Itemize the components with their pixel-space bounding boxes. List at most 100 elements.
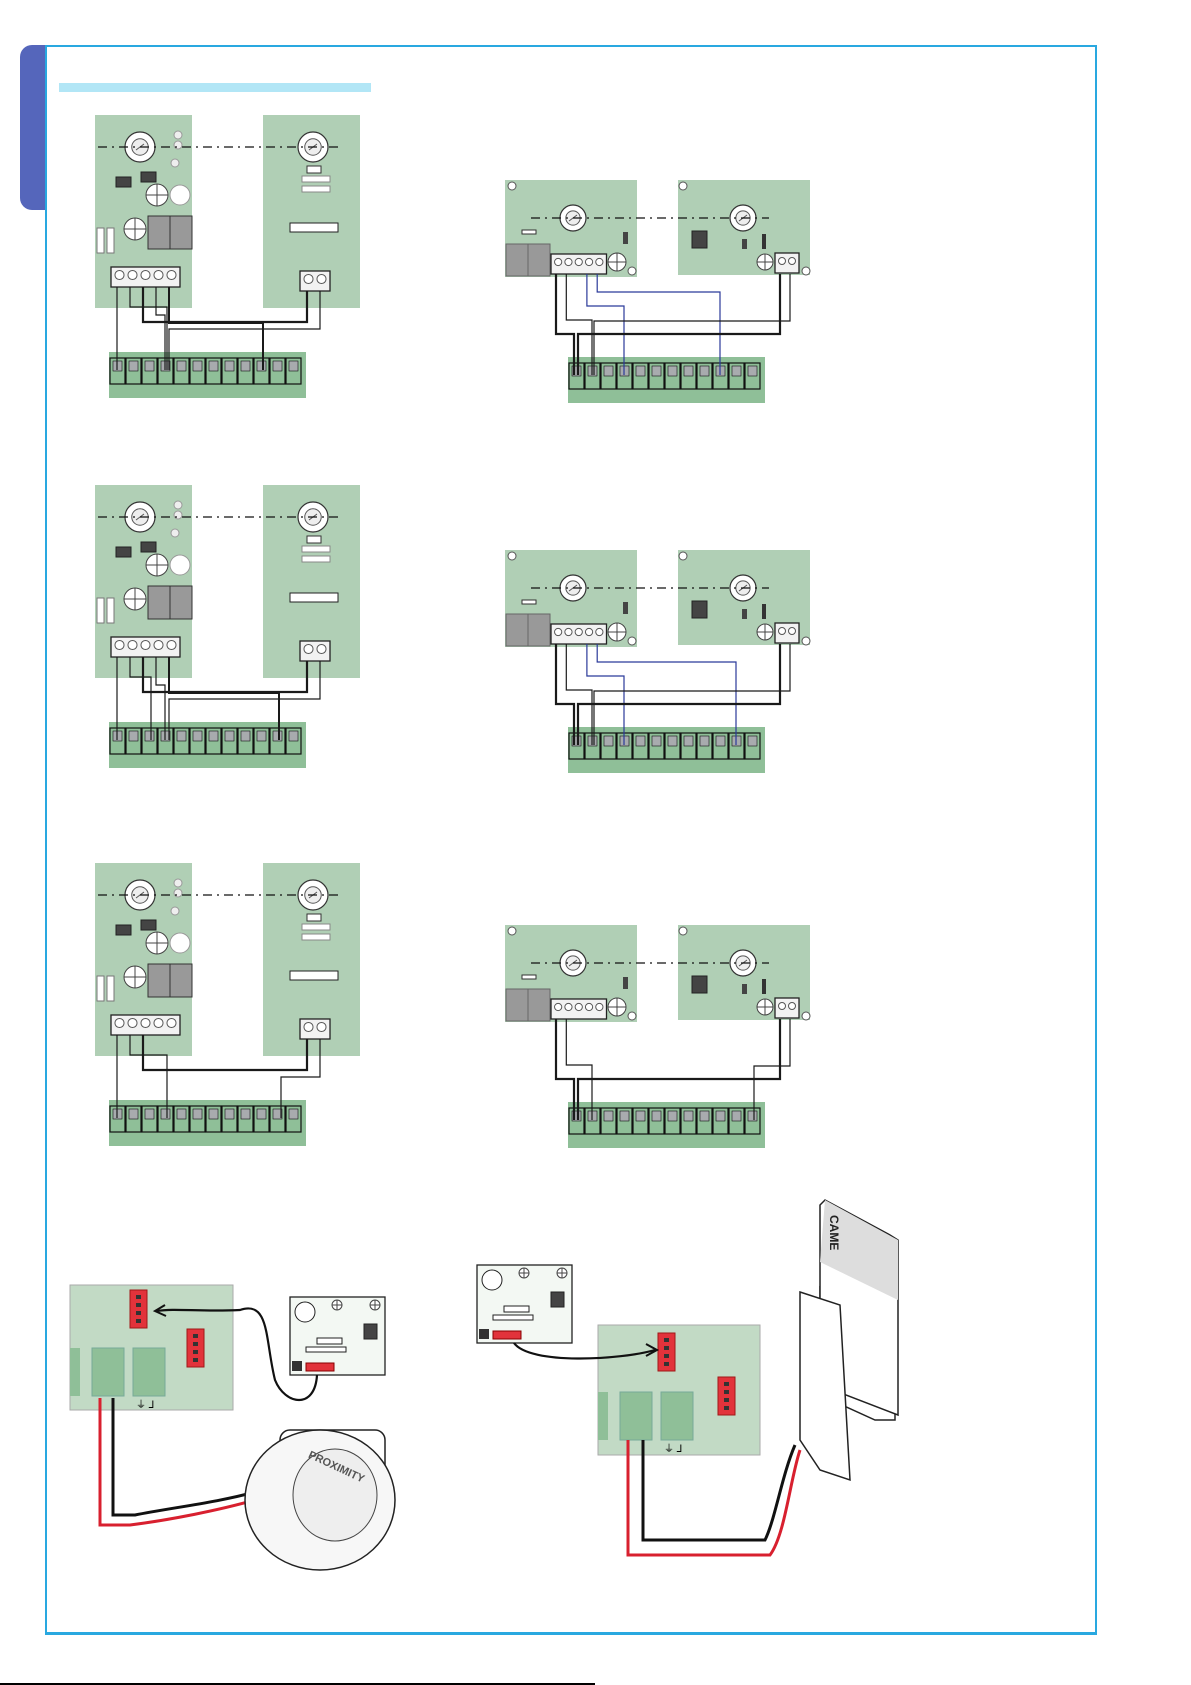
wire (565, 1019, 593, 1120)
arrow-icon (645, 1343, 660, 1357)
red-connector (717, 1376, 736, 1416)
fuse-icon (289, 592, 339, 603)
photocell-diagram-horizontal (505, 180, 811, 403)
terminal (269, 357, 286, 385)
screw-icon (564, 257, 573, 267)
terminal (269, 727, 286, 755)
terminal-clamp (651, 735, 662, 747)
terminal-clamp (651, 1110, 662, 1122)
screw-icon (564, 627, 573, 637)
trimmer-cross (332, 1300, 342, 1310)
relay-icon (169, 215, 193, 250)
terminal (648, 1107, 665, 1135)
relay-icon (527, 243, 551, 277)
connector-pin (724, 1406, 729, 1410)
terminal (253, 727, 270, 755)
terminal (648, 732, 665, 760)
resistor-icon (106, 227, 115, 254)
jumper-icon (623, 232, 628, 244)
wire (554, 644, 576, 745)
terminal-clamp (699, 365, 710, 377)
screw-icon (114, 639, 125, 651)
trimmer-cross (757, 254, 773, 270)
terminal-clamp (176, 360, 187, 372)
photocell-diagram-horizontal (505, 925, 811, 1148)
diode-icon (492, 1314, 534, 1321)
terminal-clamp (571, 365, 582, 377)
terminal-clamp (603, 365, 614, 377)
screw-icon (554, 257, 563, 267)
jumper-icon (521, 974, 537, 980)
terminal-clamp (288, 360, 299, 372)
trimmer-cross (124, 588, 146, 610)
wire (141, 1035, 309, 1072)
screw-icon (303, 1021, 314, 1033)
capacitor-icon (169, 554, 191, 576)
terminal (696, 732, 713, 760)
jumper-icon (762, 234, 766, 249)
terminal (664, 362, 681, 390)
sensor-face (292, 1448, 378, 1542)
connector-pin (724, 1382, 729, 1386)
dip-connector (305, 1362, 335, 1372)
screw-icon (584, 1002, 594, 1012)
footer-rule (0, 1683, 595, 1685)
resistor-icon (301, 933, 331, 941)
terminal (237, 357, 254, 385)
jumper-icon (623, 602, 628, 614)
card-reader (799, 1290, 851, 1482)
photocell-diagram-horizontal (505, 550, 811, 773)
resistor-icon (301, 545, 331, 553)
screw-icon (595, 627, 604, 637)
terminal (125, 727, 142, 755)
terminal-clamp (667, 365, 678, 377)
terminal (600, 1107, 617, 1135)
screw-icon (574, 1002, 583, 1012)
screw-icon (153, 1017, 164, 1029)
terminal (568, 1107, 585, 1135)
terminal-clamp (144, 1108, 155, 1120)
terminal-clamp (208, 360, 219, 372)
terminal (221, 1105, 238, 1133)
terminal-clamp (144, 730, 155, 742)
terminal (632, 1107, 649, 1135)
terminal-clamp (208, 730, 219, 742)
jumper-icon (521, 599, 537, 605)
wire (576, 1019, 782, 1120)
wire (565, 274, 593, 375)
resistor-icon (106, 597, 115, 624)
terminal-block (91, 1347, 125, 1397)
terminal (253, 357, 270, 385)
mount-hole-icon (678, 551, 688, 561)
terminal (680, 1107, 697, 1135)
trimmer-cross (124, 966, 146, 988)
relay-icon (505, 988, 529, 1022)
connector-pin (136, 1303, 141, 1307)
screw-icon (114, 269, 125, 281)
terminal-clamp (256, 1108, 267, 1120)
resistor-icon (96, 597, 105, 624)
connector-pin (724, 1398, 729, 1402)
terminal-clamp (256, 730, 267, 742)
wire (168, 291, 321, 370)
led-icon (173, 878, 183, 888)
cable (513, 1342, 656, 1360)
trimmer-cross (124, 218, 146, 240)
red-connector (657, 1332, 676, 1372)
terminal-clamp (571, 1110, 582, 1122)
red-wire (98, 1398, 256, 1527)
relay-icon (147, 215, 171, 250)
terminal (173, 357, 190, 385)
connector-pin (193, 1358, 198, 1362)
relay-icon (147, 963, 171, 998)
terminal-clamp (240, 1108, 251, 1120)
connector-pin (193, 1350, 198, 1354)
terminal-clamp (667, 1110, 678, 1122)
chip-icon (691, 230, 708, 249)
connector-pin (664, 1354, 669, 1358)
terminal-block (660, 1391, 694, 1441)
led-icon (170, 906, 180, 916)
terminal-clamp (667, 735, 678, 747)
photocell-diagram-vertical (95, 485, 360, 768)
black-wire (111, 1398, 256, 1517)
